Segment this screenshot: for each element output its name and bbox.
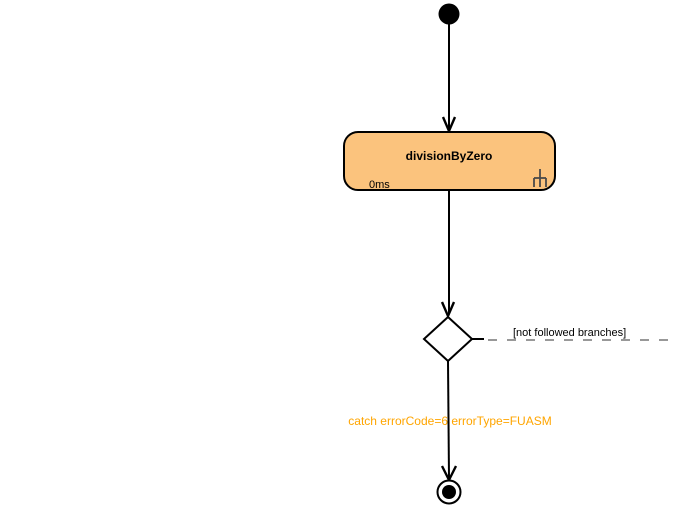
catch-transition-label: catch errorCode=6 errorType=FUASM xyxy=(348,414,551,428)
decision-node[interactable] xyxy=(422,315,474,363)
action-node-divisionByZero[interactable]: divisionByZero 0ms xyxy=(343,131,556,191)
not-followed-branches-label: [not followed branches] xyxy=(513,327,626,339)
edge-initial-to-action[interactable] xyxy=(441,24,457,135)
edge-not-followed-branches[interactable]: [not followed branches] xyxy=(472,327,674,341)
edge-line xyxy=(447,360,450,479)
edge-decision-to-final[interactable]: catch errorCode=6 errorType=FUASM xyxy=(348,360,552,483)
activity-final-node[interactable] xyxy=(436,479,462,505)
action-duration-label: 0ms xyxy=(369,179,390,191)
final-node-inner-dot xyxy=(442,485,456,499)
initial-node[interactable] xyxy=(438,3,460,25)
edge-action-to-decision[interactable] xyxy=(440,190,456,320)
action-label: divisionByZero xyxy=(406,149,493,163)
rake-icon xyxy=(533,169,547,187)
